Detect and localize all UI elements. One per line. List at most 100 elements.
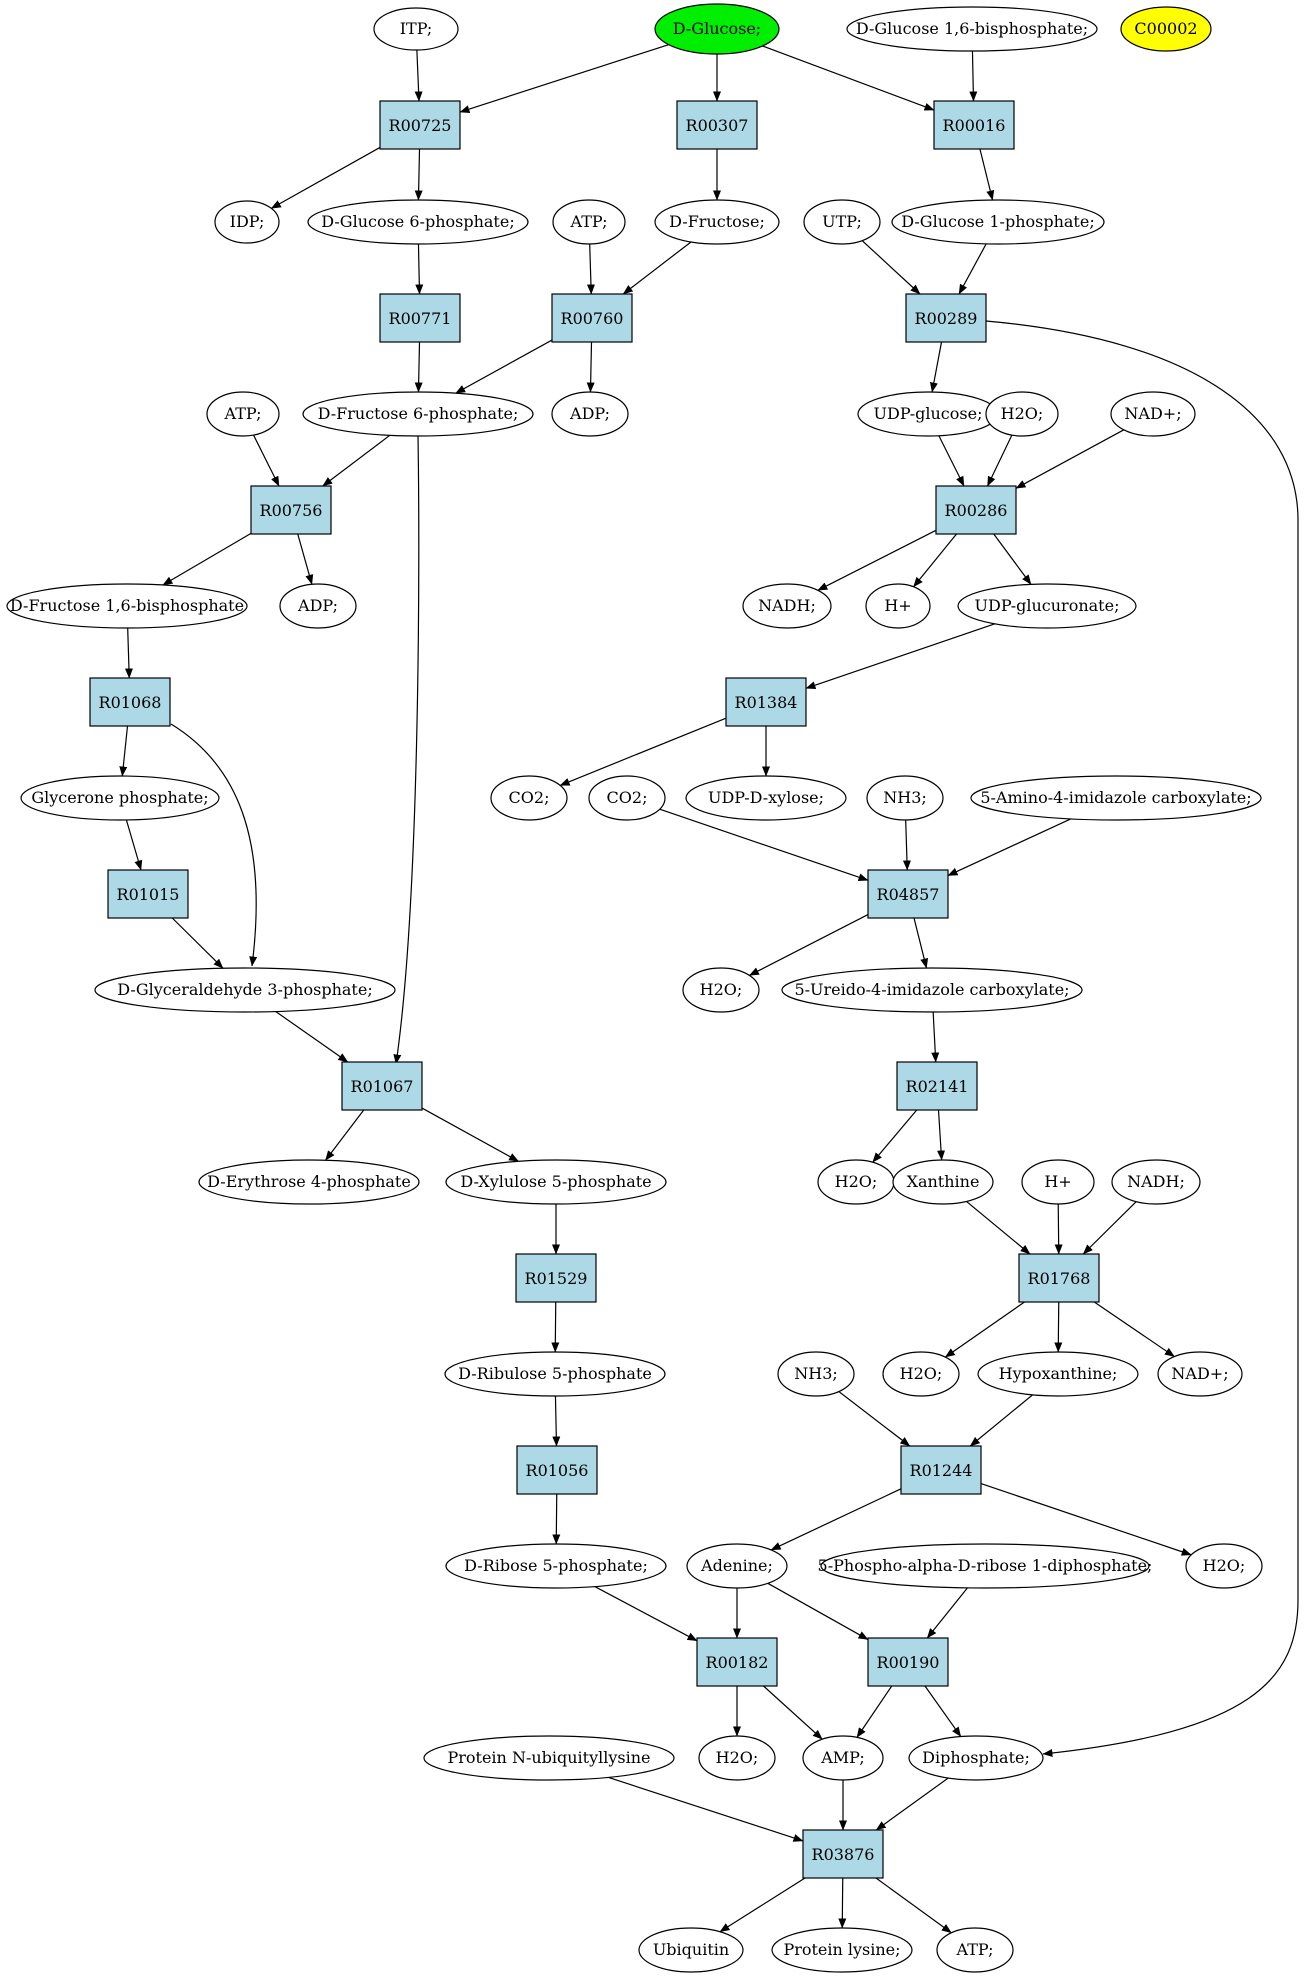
- reaction-label: R01056: [526, 1461, 589, 1480]
- compound-label: D-Glucose;: [673, 19, 761, 38]
- compound-node-udpglc[interactable]: UDP-glucose;: [857, 391, 999, 437]
- compound-node-g6p[interactable]: D-Glucose 6-phosphate;: [307, 199, 529, 245]
- compound-node-adp2[interactable]: ADP;: [279, 583, 357, 629]
- compound-node-xu5p[interactable]: D-Xylulose 5-phosphate: [445, 1159, 667, 1205]
- compound-ellipse: [686, 1543, 788, 1589]
- reaction-label: R00182: [706, 1653, 769, 1672]
- reaction-node-04857[interactable]: R04857: [867, 869, 949, 919]
- compound-node-atp2[interactable]: ATP;: [206, 391, 280, 437]
- compound-node-xanthine[interactable]: Xanthine: [892, 1159, 994, 1205]
- compound-node-protlys[interactable]: Protein lysine;: [771, 1927, 913, 1973]
- compound-node-prpp[interactable]: 5-Phospho-alpha-D-ribose 1-diphosphate;: [818, 1543, 1153, 1589]
- reaction-node-01056[interactable]: R01056: [516, 1445, 598, 1495]
- compound-node-ubiquitin[interactable]: Ubiquitin: [638, 1927, 744, 1973]
- edge-nad1-to-00286: [1015, 429, 1125, 489]
- compound-node-utp[interactable]: UTP;: [803, 199, 881, 245]
- compound-node-fructose[interactable]: D-Fructose;: [654, 199, 780, 245]
- edge-xanthine-to-01768: [966, 1200, 1031, 1255]
- compound-node-h2o3[interactable]: H2O;: [817, 1159, 895, 1205]
- reaction-box: [867, 1637, 949, 1687]
- compound-node-ru5p[interactable]: D-Ribulose 5-phosphate: [444, 1351, 666, 1397]
- compound-ellipse: [865, 583, 931, 629]
- compound-node-fbp[interactable]: D-Fructose 1,6-bisphosphate: [6, 583, 248, 629]
- edge-00286-to-h1: [913, 533, 957, 588]
- compound-node-h2o6[interactable]: H2O;: [698, 1735, 776, 1781]
- compound-node-h2[interactable]: H+: [1021, 1159, 1095, 1205]
- reaction-node-00307[interactable]: R00307: [676, 100, 758, 150]
- reaction-node-00725[interactable]: R00725: [379, 100, 461, 150]
- compound-node-uica[interactable]: 5-Ureido-4-imidazole carboxylate;: [781, 967, 1083, 1013]
- compound-node-glucose[interactable]: D-Glucose;: [654, 3, 780, 55]
- compound-node-udpxyl[interactable]: UDP-D-xylose;: [685, 775, 847, 821]
- edge-01067-to-xu5p: [421, 1107, 519, 1162]
- reaction-box: [107, 869, 189, 919]
- reaction-node-01068[interactable]: R01068: [89, 677, 171, 727]
- compound-node-h2o2[interactable]: H2O;: [682, 967, 760, 1013]
- reaction-node-00289[interactable]: R00289: [905, 293, 987, 343]
- reaction-node-00771[interactable]: R00771: [379, 293, 461, 343]
- compound-node-co2a[interactable]: CO2;: [490, 775, 568, 821]
- reaction-node-01384[interactable]: R01384: [725, 677, 807, 727]
- reaction-box: [867, 869, 949, 919]
- compound-node-dhap[interactable]: Glycerone phosphate;: [20, 775, 220, 821]
- compound-node-amp[interactable]: AMP;: [802, 1735, 884, 1781]
- compound-node-h2o5[interactable]: H2O;: [1185, 1543, 1263, 1589]
- compound-label: NAD+;: [1124, 404, 1181, 423]
- reaction-node-00182[interactable]: R00182: [696, 1637, 778, 1687]
- edge-glucose-to-00725: [459, 44, 669, 113]
- reaction-node-00756[interactable]: R00756: [250, 485, 332, 535]
- compound-node-udpglcua[interactable]: UDP-glucuronate;: [957, 583, 1137, 629]
- reaction-node-01015[interactable]: R01015: [107, 869, 189, 919]
- reaction-box: [933, 100, 1015, 150]
- reaction-node-01529[interactable]: R01529: [515, 1253, 597, 1303]
- compound-node-c00002[interactable]: C00002: [1120, 6, 1212, 52]
- reaction-node-02141[interactable]: R02141: [896, 1061, 978, 1111]
- edge-00725-to-idp: [270, 146, 381, 209]
- compound-node-co2b[interactable]: CO2;: [588, 775, 666, 821]
- compound-node-itp[interactable]: ITP;: [373, 7, 459, 51]
- compound-node-adp1[interactable]: ADP;: [551, 391, 629, 437]
- reaction-node-00286[interactable]: R00286: [935, 485, 1017, 535]
- compound-node-f6p[interactable]: D-Fructose 6-phosphate;: [302, 391, 534, 437]
- compound-node-nh3b[interactable]: NH3;: [777, 1351, 855, 1397]
- compound-ellipse: [20, 775, 220, 821]
- compound-label: UDP-D-xylose;: [708, 788, 824, 807]
- compound-node-hypoxanthine[interactable]: Hypoxanthine;: [977, 1351, 1139, 1397]
- reaction-node-01768[interactable]: R01768: [1018, 1253, 1100, 1303]
- compound-node-r5p[interactable]: D-Ribose 5-phosphate;: [445, 1543, 667, 1589]
- compound-node-atp1[interactable]: ATP;: [552, 199, 626, 245]
- compound-node-protubq[interactable]: Protein N-ubiquityllysine: [423, 1735, 675, 1781]
- compound-node-adenine[interactable]: Adenine;: [686, 1543, 788, 1589]
- compound-label: 5-Phospho-alpha-D-ribose 1-diphosphate;: [818, 1556, 1153, 1575]
- compound-node-aica[interactable]: 5-Amino-4-imidazole carboxylate;: [970, 775, 1262, 821]
- reaction-node-01244[interactable]: R01244: [900, 1445, 982, 1495]
- compound-label: Glycerone phosphate;: [31, 788, 208, 807]
- compound-label: NH3;: [794, 1364, 838, 1383]
- reaction-node-03876[interactable]: R03876: [802, 1829, 884, 1879]
- reaction-node-00760[interactable]: R00760: [551, 293, 633, 343]
- reaction-node-00016[interactable]: R00016: [933, 100, 1015, 150]
- compound-node-atp3[interactable]: ATP;: [936, 1927, 1014, 1973]
- compound-node-h2o4[interactable]: H2O;: [882, 1351, 960, 1397]
- compound-node-nad1[interactable]: NAD+;: [1110, 391, 1196, 437]
- compound-node-nadh2[interactable]: NADH;: [1111, 1159, 1201, 1205]
- compound-label: D-Fructose 6-phosphate;: [318, 404, 519, 423]
- edge-nadh2-to-01768: [1082, 1201, 1137, 1255]
- compound-node-h1[interactable]: H+: [865, 583, 931, 629]
- compound-node-nad2[interactable]: NAD+;: [1157, 1351, 1243, 1397]
- compound-label: D-Glucose 1,6-bisphosphate;: [856, 19, 1088, 38]
- compound-node-nh3a[interactable]: NH3;: [866, 775, 944, 821]
- compound-node-g1p[interactable]: D-Glucose 1-phosphate;: [891, 199, 1105, 245]
- reaction-node-00190[interactable]: R00190: [867, 1637, 949, 1687]
- compound-node-gap[interactable]: D-Glyceraldehyde 3-phosphate;: [94, 967, 396, 1013]
- compound-label: Ubiquitin: [653, 1940, 729, 1959]
- compound-node-h2o1[interactable]: H2O;: [985, 391, 1059, 437]
- reaction-label: R01384: [735, 693, 798, 712]
- compound-node-nadh1[interactable]: NADH;: [742, 583, 832, 629]
- compound-node-idp[interactable]: IDP;: [214, 200, 280, 244]
- compound-node-e4p[interactable]: D-Erythrose 4-phosphate: [198, 1159, 420, 1205]
- reaction-node-01067[interactable]: R01067: [341, 1061, 423, 1111]
- compound-node-ppi[interactable]: Diphosphate;: [908, 1735, 1044, 1781]
- compound-node-glc16bp[interactable]: D-Glucose 1,6-bisphosphate;: [846, 6, 1098, 52]
